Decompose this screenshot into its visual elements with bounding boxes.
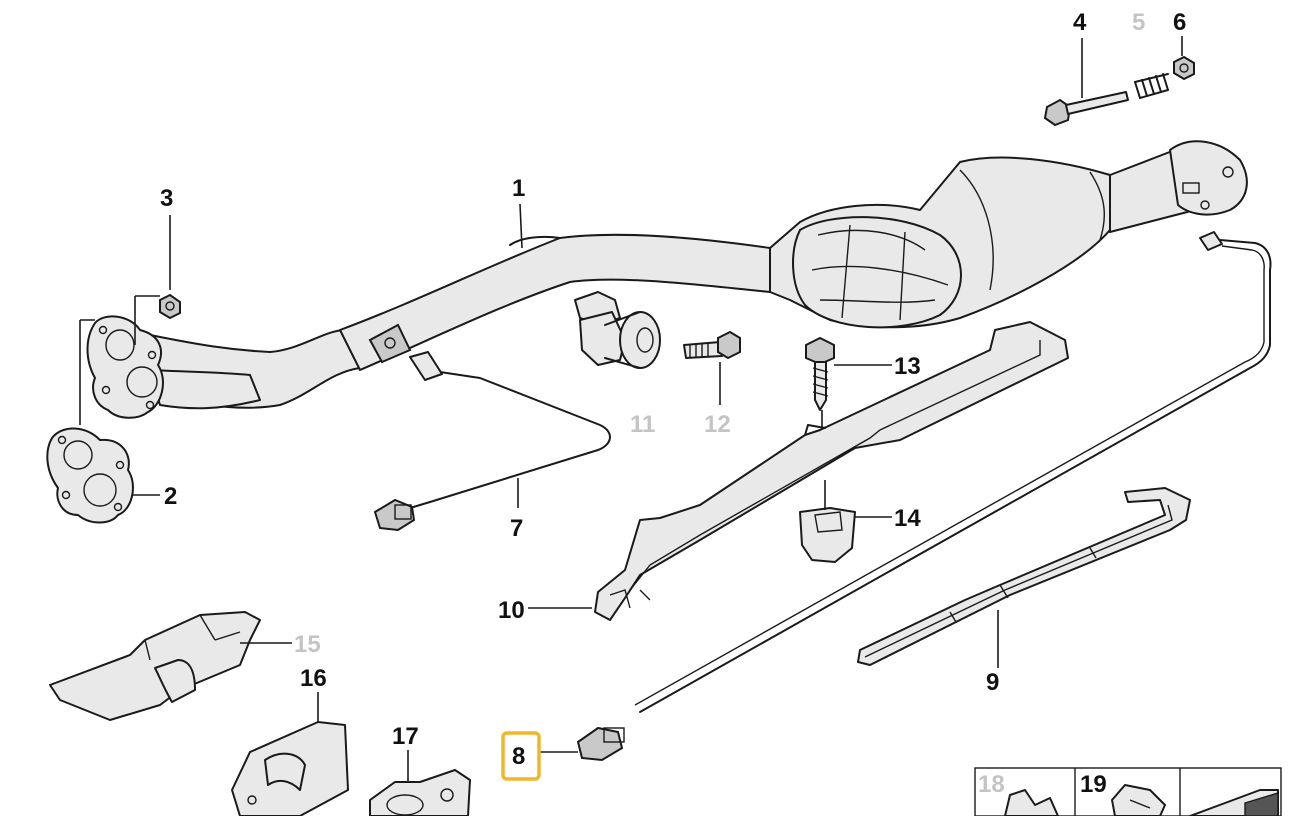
callout-12[interactable]: 12 (704, 411, 731, 438)
part-14-rubber-clip[interactable] (799, 507, 856, 563)
part-12-bolt[interactable] (683, 330, 741, 360)
part-1-exhaust-pipe-catalytic-converter[interactable] (149, 140, 1248, 410)
manifold-flange (86, 315, 164, 419)
part-17-pipe-holder[interactable] (369, 769, 471, 816)
part-19-clip[interactable] (1111, 784, 1166, 816)
part-18-clip[interactable] (1004, 789, 1059, 816)
part-7-oxygen-sensor[interactable] (373, 351, 611, 532)
callout-11[interactable]: 11 (630, 411, 655, 438)
part-15-heat-shield[interactable] (49, 611, 261, 721)
callout-6[interactable]: 6 (1173, 9, 1186, 36)
callout-16[interactable]: 16 (300, 665, 327, 692)
part-4-bolt[interactable] (1043, 91, 1129, 127)
callout-7[interactable]: 7 (510, 515, 523, 542)
part-5-spring[interactable] (1134, 73, 1169, 99)
callout-13[interactable]: 13 (894, 353, 921, 380)
part-16-clamp-bracket[interactable] (231, 721, 349, 816)
part-8-oxygen-sensor-rear[interactable] (576, 231, 1272, 762)
part-2-gasket[interactable] (46, 427, 134, 524)
callout-5[interactable]: 5 (1132, 9, 1145, 36)
callout-2[interactable]: 2 (164, 483, 177, 510)
accessory-tape (1189, 789, 1279, 816)
part-3-nut[interactable] (159, 293, 181, 320)
callout-4[interactable]: 4 (1073, 9, 1087, 36)
part-9-wire-guide[interactable] (857, 487, 1191, 666)
callout-9[interactable]: 9 (986, 669, 999, 696)
part-10-support-bracket[interactable] (594, 321, 1069, 621)
callout-18[interactable]: 18 (978, 771, 1005, 798)
callout-8[interactable]: 8 (512, 743, 525, 770)
callout-8-highlight (501, 731, 541, 781)
callout-1[interactable]: 1 (512, 175, 525, 202)
callout-10[interactable]: 10 (498, 597, 525, 624)
callout-3[interactable]: 3 (160, 185, 173, 212)
callout-19[interactable]: 19 (1080, 771, 1107, 798)
callout-17[interactable]: 17 (392, 723, 419, 750)
callout-15[interactable]: 15 (294, 631, 321, 658)
callout-14[interactable]: 14 (894, 505, 921, 532)
part-11-rubber-mount[interactable] (574, 291, 661, 369)
part-6-nut[interactable] (1173, 55, 1195, 81)
part-13-screw[interactable] (805, 336, 835, 411)
